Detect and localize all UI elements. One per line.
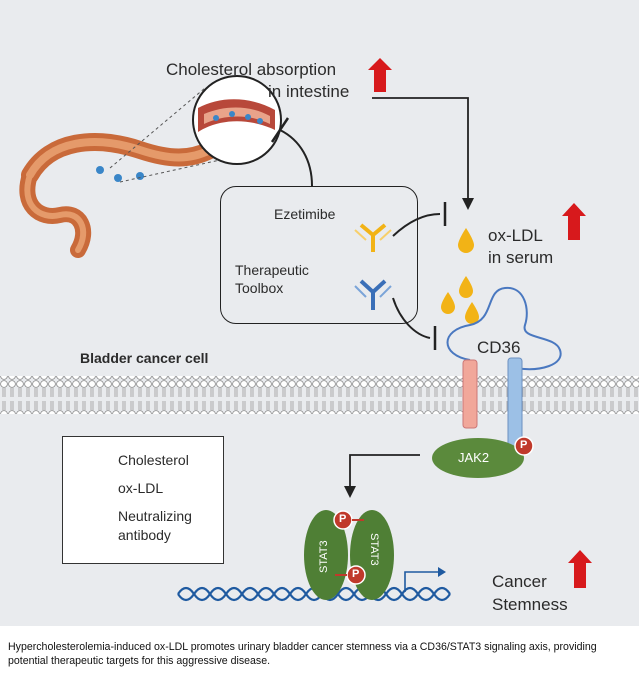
intestine-zoom-circle xyxy=(192,75,282,165)
jak2-p-label: P xyxy=(520,439,528,451)
therapeutic-toolbox-box xyxy=(220,186,418,324)
oxldl-label-2: in serum xyxy=(488,248,554,267)
stemness-label-1: Cancer xyxy=(492,572,547,591)
diagram-graphics xyxy=(0,58,639,602)
up-arrow-absorption xyxy=(368,58,392,92)
jak2-ellipse xyxy=(432,438,524,478)
up-arrow-stemness xyxy=(568,550,592,588)
ox-ldl-particles xyxy=(441,228,479,324)
absorption-label: Cholesterol absorption xyxy=(166,60,337,79)
stat3-right-label: STAT3 xyxy=(368,533,380,566)
toolbox-label-1: Therapeutic xyxy=(235,262,309,278)
stemness-label-2: Stemness xyxy=(492,595,568,614)
cd36-transmembrane-pink xyxy=(462,359,478,429)
up-arrow-oxldl xyxy=(562,203,586,240)
legend-box xyxy=(62,436,224,564)
oxldl-label-1: ox-LDL xyxy=(488,226,543,245)
cd36-transmembrane-blue xyxy=(507,357,523,449)
legend-antibody-label-1: Neutralizing xyxy=(118,508,192,524)
legend-cholesterol-label: Cholesterol xyxy=(118,452,189,468)
stat3-left xyxy=(304,510,348,600)
stat3-p-top-label: P xyxy=(339,513,347,525)
cd36-label: CD36 xyxy=(477,338,521,357)
stat3-p-bottom-label: P xyxy=(352,568,360,580)
ezetimibe-antibody-icon xyxy=(354,223,392,252)
legend-antibody-label-2: antibody xyxy=(118,527,171,543)
cell-membrane xyxy=(0,376,639,414)
intestine-illustration xyxy=(19,133,219,258)
cd36-loop xyxy=(446,286,562,376)
jak2-label: JAK2 xyxy=(458,450,490,465)
ezetimibe-label: Ezetimibe xyxy=(274,206,336,222)
jak2-phospho xyxy=(514,436,534,456)
stat3-left-label: STAT3 xyxy=(318,540,330,573)
toolbox-label-2: Toolbox xyxy=(235,280,284,296)
legend-oxldl-label: ox-LDL xyxy=(118,480,164,496)
antibody-blue-icon xyxy=(354,279,392,310)
absorption-label-2: in intestine xyxy=(268,82,350,101)
bladder-cell-label: Bladder cancer cell xyxy=(80,350,209,366)
figure-caption: Hypercholesterolemia-induced ox-LDL prom… xyxy=(8,641,597,667)
